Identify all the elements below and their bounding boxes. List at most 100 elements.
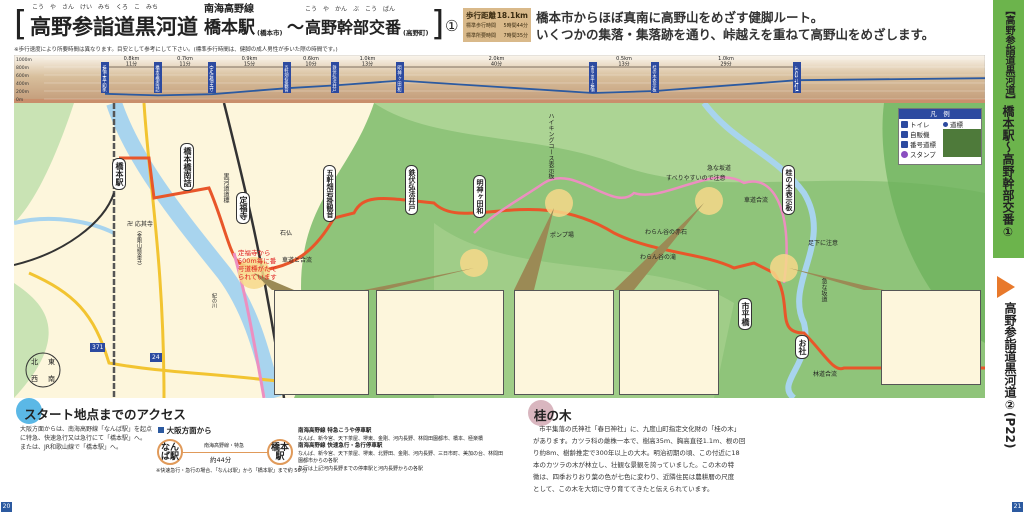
profile-segment-distance: 0.7km (177, 56, 193, 62)
inset-map-5 (881, 290, 981, 385)
profile-station-marker (331, 62, 339, 93)
signpost-note: 定福寺から500m毎に番号道標がたてられています (238, 249, 277, 281)
katsura-heading: 桂の木 (534, 408, 572, 423)
profile-y-tick: 0m (16, 97, 23, 103)
katsura-heading-circle (528, 400, 554, 426)
profile-segment-time: 11分 (126, 61, 137, 68)
end-city: (高野町) (403, 29, 429, 37)
route-24-shield: 24 (150, 353, 162, 362)
label-ishibotoke: 石仏 (280, 230, 293, 237)
route-name: 高野参詣道黒河道 (30, 15, 198, 39)
label-steep: 急な坂道 (707, 165, 732, 172)
signpost-icon (943, 121, 948, 127)
profile-station-label: 橋本橋南詰 (155, 63, 161, 94)
label-jofukuji: 定福寺 (236, 192, 250, 224)
profile-station-marker (154, 62, 162, 93)
profile-y-tick: 1000m (16, 57, 32, 63)
profile-segment-distance: 1.0km (360, 56, 376, 62)
profile-y-tick: 600m (16, 73, 29, 79)
compass-west: 西 (31, 375, 38, 383)
profile-station-marker (396, 62, 404, 93)
inset-map-3 (514, 290, 614, 395)
profile-segment-time: 10分 (305, 61, 316, 68)
end-ruby: こう や かん ぶ こう ばん (305, 6, 396, 13)
start-city: (橋本市) (257, 29, 283, 37)
label-hashimoto-station: 橋本駅 (112, 158, 126, 190)
label-waran-red: わらん谷の赤石 (645, 229, 688, 236)
label-kanabuse: 鉄伏弘法井戸 (405, 165, 418, 215)
profile-segment-distance: 0.9km (242, 56, 258, 62)
label-pump: ポンプ場 (550, 232, 574, 239)
access-heading: スタート地点までのアクセス (24, 407, 186, 422)
label-river: 紀の川 (211, 293, 217, 308)
train-line: 南海高野線 (204, 4, 254, 15)
page-number-left: 20 (1, 502, 12, 512)
alt-route (473, 176, 788, 284)
profile-station-label: 桂の木表示板 (652, 64, 658, 94)
label-gokenbata: 五軒畑岩掛観音 (323, 165, 336, 222)
next-section-link[interactable]: 高野参詣道黒河道②(P22) (1003, 302, 1017, 449)
inset-map-4 (619, 290, 719, 395)
chapter-tab: 【高野参詣道黒河道】橋本駅〜高野幹部交番① (993, 0, 1024, 258)
compass-north: 北 (31, 358, 38, 366)
profile-station-marker (793, 62, 801, 93)
label-course-sign: ハイキングコース表示板 (547, 113, 554, 179)
access-heading-circle (16, 398, 42, 424)
route-371-shield: 371 (90, 343, 106, 352)
label-myojin: 明神ヶ田和 (473, 175, 486, 218)
signpost-number-icon (901, 140, 908, 148)
next-arrow-icon[interactable] (997, 276, 1015, 298)
label-oyashiro: お社 (795, 335, 809, 359)
lead-text: 橋本市からほぼ真南に高野山をめざす健脚ルート。 いくつかの集落・集落跡を通り、峠… (536, 10, 935, 42)
compass-rose (25, 352, 61, 388)
title-ruby: こう や さん けい みち くろ こ みち (32, 4, 159, 11)
inset-map-1 (274, 290, 369, 395)
label-slippery: すべりやすいので注意 (666, 175, 726, 182)
profile-station-label: 明神ヶ田和 (398, 65, 403, 94)
start-station: 橋本駅 (204, 18, 255, 38)
elevation-profile: 1000m800m600m400m200m0m橋本駅橋本橋南詰定福寺五軒畑岩掛観… (14, 55, 985, 103)
label-hashimoto-bridge: 橋本橋南詰 (180, 143, 194, 191)
profile-segment-time: 13分 (618, 61, 629, 68)
profile-station-label: 定福寺 (210, 62, 215, 93)
toilet-icon (901, 120, 908, 128)
label-temple: 卍 応其寺 (127, 221, 153, 228)
profile-station-marker (208, 62, 216, 93)
profile-station-label: 市平橋 (590, 62, 596, 95)
signpost-photo (943, 129, 981, 157)
profile-station-label: 橋本駅 (102, 62, 108, 95)
compass-east: 東 (48, 358, 55, 366)
stamp-icon (901, 150, 908, 158)
label-rindo: 林道合流 (813, 371, 838, 378)
profile-segment-time: 29分 (720, 61, 731, 68)
profile-y-tick: 400m (16, 81, 29, 87)
profile-segment-distance: 1.0km (718, 56, 734, 62)
profile-segment-distance: 0.5km (616, 56, 632, 62)
profile-y-tick: 200m (16, 89, 29, 95)
label-shado: 車道と合流 (282, 257, 313, 264)
profile-elevation-line (104, 77, 985, 97)
square-bullet-icon (158, 427, 164, 433)
profile-station-label: お社 (795, 64, 800, 97)
profile-segment-distance: 0.6km (303, 56, 319, 62)
destination-station-badge: 橋本駅 (267, 439, 293, 465)
katsura-text: 市平集落の氏神社「春日神社」に、九度山町指定文化財の「桂の木」があります。カツラ… (533, 425, 746, 493)
label-ashimoto: 足下に注意 (808, 240, 839, 247)
profile-station-marker (589, 62, 597, 93)
profile-station-label: 五軒畑岩掛観音 (284, 65, 290, 94)
vending-icon (901, 130, 908, 138)
profile-segment-time: 11分 (179, 61, 190, 68)
label-steep2: 急な坂道 (820, 278, 827, 302)
profile-station-marker (283, 62, 291, 93)
time-note: ※歩行速度により所要時間は異なります。目安として参考にして下さい。(標準歩行時間… (14, 47, 338, 53)
stopping-stations: 南海高野線 特急こうや停車駅 なんば、新今宮、天下茶屋、堺東、金剛、河内長野、林… (298, 428, 504, 472)
profile-segment-time: 40分 (491, 61, 502, 68)
profile-station-label: 鉄伏弘法井戸 (332, 64, 338, 94)
label-ichidaira: 市平橋 (738, 298, 752, 330)
label-kuroko-sign: 黒河道道標 (222, 173, 229, 203)
label-temple-sub: (金剛山極楽寺) (136, 231, 142, 265)
access-text: 大阪方面からは、南海高野線「なんば駅」を起点に特急、快速急行又は急行にて「橋本駅… (20, 426, 153, 451)
label-katsura: 桂の木表示板 (782, 165, 795, 215)
map-legend: 凡 例 トイレ 自販機 番号道標 スタンプ 道標 (898, 108, 982, 165)
